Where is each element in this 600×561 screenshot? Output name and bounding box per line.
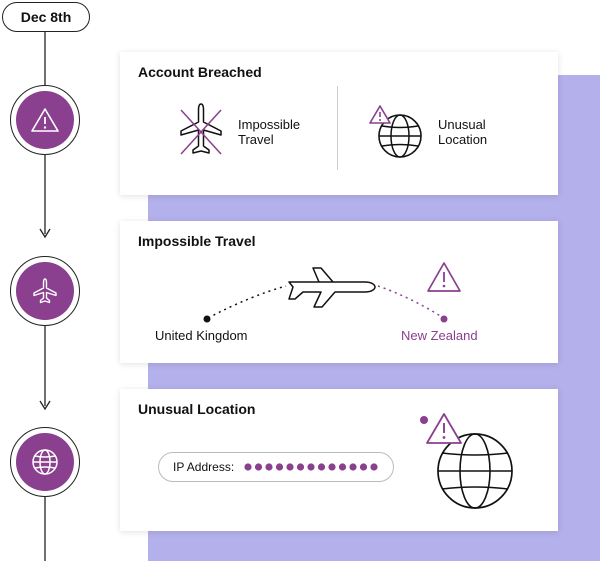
- ip-mask-dot: [317, 463, 326, 471]
- impossible-travel-label: Impossible Travel: [238, 117, 300, 147]
- ip-mask-dot: [265, 463, 273, 471]
- globe-warning-icon: [369, 105, 422, 158]
- warning-triangle-icon: [427, 262, 461, 292]
- ip-mask-dot: [328, 463, 336, 471]
- impossible-travel-card: Impossible Travel United Kingdom New Zea…: [120, 221, 558, 363]
- destination-label: New Zealand: [401, 328, 478, 343]
- location-node: [10, 427, 80, 497]
- ip-mask-dot: [370, 463, 378, 471]
- label-line2: Location: [438, 132, 488, 147]
- flight-path: [203, 285, 448, 323]
- ip-masked-value: [244, 463, 378, 471]
- globe-icon: [32, 449, 58, 475]
- origin-label: United Kingdom: [155, 328, 248, 343]
- card-title: Account Breached: [138, 64, 262, 80]
- divider: [337, 86, 338, 170]
- date-label: Dec 8th: [20, 9, 72, 25]
- unusual-location-card: Unusual Location IP Address:: [120, 389, 558, 531]
- ip-mask-dot: [296, 463, 305, 471]
- ip-mask-dot: [338, 463, 347, 471]
- unusual-location-label: Unusual Location: [438, 117, 487, 147]
- globe-warning-icon: [420, 413, 513, 509]
- ip-mask-dot: [359, 463, 368, 471]
- travel-node: [10, 256, 80, 326]
- date-badge: Dec 8th: [2, 2, 90, 32]
- card-title: Impossible Travel: [138, 233, 256, 249]
- airplane-icon: [288, 267, 376, 308]
- ip-mask-dot: [286, 463, 294, 471]
- ip-address-label: IP Address:: [173, 460, 235, 474]
- ip-mask-dot: [307, 463, 315, 471]
- ip-address-field: IP Address:: [158, 452, 394, 482]
- label-line1: Unusual: [438, 117, 486, 132]
- label-line2: Travel: [238, 132, 274, 147]
- airplane-icon: [33, 278, 57, 304]
- ip-mask-dot: [349, 463, 357, 471]
- destination-dot: [440, 315, 448, 323]
- crossed-airplane-icon: [180, 103, 222, 155]
- ip-mask-dot: [275, 463, 284, 471]
- ip-mask-dot: [244, 463, 252, 471]
- ip-mask-dot: [254, 463, 263, 471]
- origin-dot: [203, 315, 211, 323]
- timeline-connector: [39, 32, 51, 561]
- warning-triangle-icon: [31, 108, 59, 132]
- card-title: Unusual Location: [138, 401, 256, 417]
- alert-node: [10, 85, 80, 155]
- label-line1: Impossible: [238, 117, 301, 132]
- account-breached-card: Account Breached Impossible Travel Unusu…: [120, 52, 558, 195]
